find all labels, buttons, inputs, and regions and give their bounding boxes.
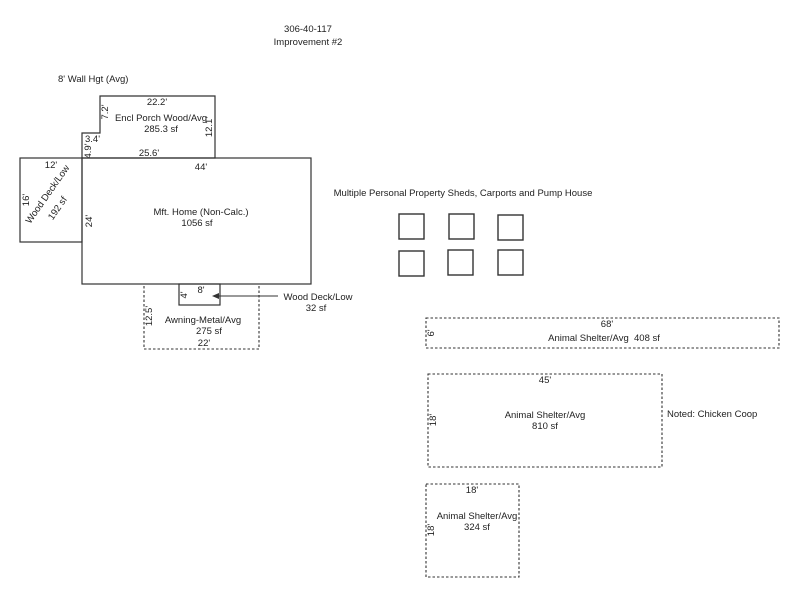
shelter2-dim-left: 18' xyxy=(428,414,439,427)
porch-dim-step: 3.4' xyxy=(85,134,100,145)
improvement-label: Improvement #2 xyxy=(274,37,343,48)
left-deck-dim-left: 16' xyxy=(21,194,32,207)
shelter3-outline[interactable] xyxy=(425,483,520,578)
shelter3-dim-left: 18' xyxy=(426,524,437,537)
shed-box[interactable] xyxy=(398,250,425,277)
shed-box[interactable] xyxy=(447,249,474,276)
small-deck-dim-top: 8' xyxy=(197,285,204,296)
home-area-value: 1056 sf xyxy=(181,218,213,229)
shelter2-area[interactable]: 45' 18' Animal Shelter/Avg 810 sf Noted:… xyxy=(427,373,757,468)
porch-dim-left-lower: 4.9' xyxy=(83,143,94,158)
parcel-id: 306-40-117 xyxy=(284,24,332,35)
shelter1-area[interactable]: 68' 6' Animal Shelter/Avg 408 sf xyxy=(425,317,780,349)
left-deck-area[interactable]: 12' 16' Wood Deck/Low 192 sf xyxy=(19,157,83,243)
shelter3-area-value: 324 sf xyxy=(464,522,490,533)
shelter2-dim-top: 45' xyxy=(539,375,552,386)
home-name: Mft. Home (Non-Calc.) xyxy=(153,207,248,218)
wall-height-label: 8' Wall Hgt (Avg) xyxy=(58,74,128,85)
home-area[interactable]: 44' 24' Mft. Home (Non-Calc.) 1056 sf xyxy=(81,157,312,285)
shelter3-dim-top: 18' xyxy=(466,485,479,496)
awning-area[interactable]: 12.5' Awning-Metal/Avg 275 sf 22' xyxy=(143,283,260,350)
home-dim-left: 24' xyxy=(84,215,95,228)
shelter1-name: Animal Shelter/Avg 408 sf xyxy=(548,333,660,344)
porch-dim-bottom: 25.6' xyxy=(139,148,159,159)
small-deck-area-value: 32 sf xyxy=(306,303,327,314)
porch-dim-right: 12.1' xyxy=(204,117,215,137)
shed-box[interactable] xyxy=(497,214,524,241)
awning-name: Awning-Metal/Avg xyxy=(165,315,241,326)
left-deck-dim-top: 12' xyxy=(45,160,58,171)
porch-area[interactable]: 22.2' Encl Porch Wood/Avg 285.3 sf 7.2' … xyxy=(81,95,216,159)
shelter2-name: Animal Shelter/Avg xyxy=(505,410,586,421)
shed-box[interactable] xyxy=(448,213,475,240)
shelter1-dim-left: 6' xyxy=(426,329,437,336)
porch-name: Encl Porch Wood/Avg xyxy=(115,113,207,124)
shelter3-area[interactable]: 18' 18' Animal Shelter/Avg 324 sf xyxy=(425,483,520,578)
shelter1-outline[interactable] xyxy=(425,317,780,349)
small-deck-name: Wood Deck/Low xyxy=(284,292,353,303)
awning-dim-left: 12.5' xyxy=(144,306,155,326)
awning-dim-bottom: 22' xyxy=(198,338,211,349)
shelter2-area-value: 810 sf xyxy=(532,421,558,432)
small-deck-area[interactable]: 8' 4' Wood Deck/Low 32 sf xyxy=(178,283,353,314)
awning-area-value: 275 sf xyxy=(196,326,222,337)
home-dim-top: 44' xyxy=(195,162,208,173)
shelter1-dim-top: 68' xyxy=(601,319,614,330)
sheds-caption: Multiple Personal Property Sheds, Carpor… xyxy=(334,188,593,199)
small-deck-outline[interactable] xyxy=(178,283,221,306)
shelter3-name: Animal Shelter/Avg xyxy=(437,511,518,522)
porch-dim-top: 22.2' xyxy=(147,97,167,108)
sheds-group: Multiple Personal Property Sheds, Carpor… xyxy=(334,188,593,277)
callout-arrow-icon xyxy=(212,293,219,299)
porch-dim-left-upper: 7.2' xyxy=(100,104,111,119)
shed-box[interactable] xyxy=(497,249,524,276)
porch-area-value: 285.3 sf xyxy=(144,124,178,135)
shelter2-note: Noted: Chicken Coop xyxy=(667,409,757,420)
small-deck-dim-left: 4' xyxy=(179,291,190,298)
shelter2-outline[interactable] xyxy=(427,373,663,468)
shed-box[interactable] xyxy=(398,213,425,240)
